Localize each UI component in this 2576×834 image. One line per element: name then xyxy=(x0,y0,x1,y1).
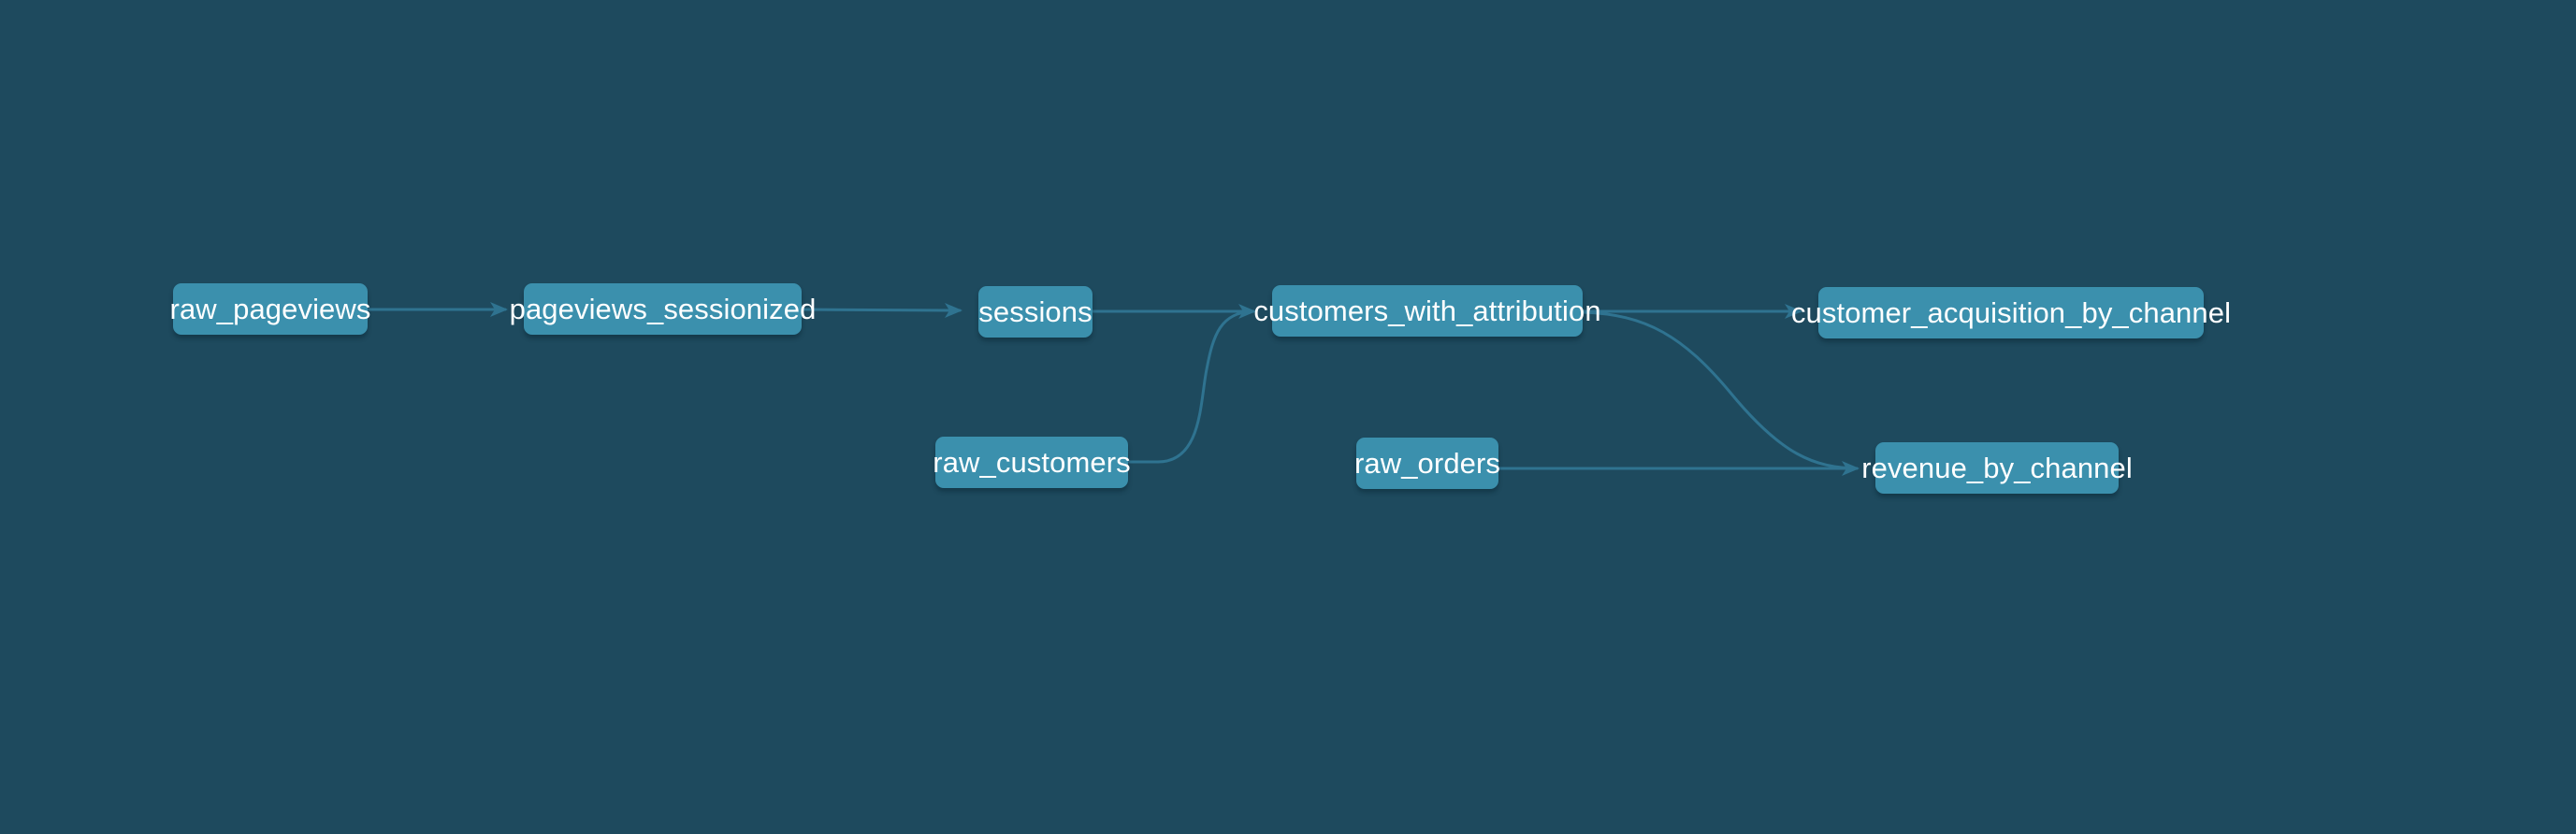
graph-node-label: raw_orders xyxy=(1353,447,1501,480)
graph-node-label: customer_acquisition_by_channel xyxy=(1790,296,2232,329)
arrowhead-icon xyxy=(945,303,962,318)
graph-node-sessions[interactable]: sessions xyxy=(978,286,1093,338)
graph-node-label: customers_with_attribution xyxy=(1253,295,1601,327)
arrowhead-icon xyxy=(1842,461,1860,476)
graph-node-label: raw_customers xyxy=(933,446,1131,479)
graph-node-pageviews_sessionized[interactable]: pageviews_sessionized xyxy=(510,283,816,335)
graph-node-revenue_by_channel[interactable]: revenue_by_channel xyxy=(1861,442,2133,494)
graph-node-label: sessions xyxy=(978,295,1093,328)
graph-node-raw_orders[interactable]: raw_orders xyxy=(1353,438,1501,489)
graph-node-customers_with_attribution[interactable]: customers_with_attribution xyxy=(1253,285,1601,337)
edge-pageviews_sessionized-to-sessions xyxy=(800,308,962,312)
graph-node-label: revenue_by_channel xyxy=(1861,452,2133,484)
graph-node-raw_pageviews[interactable]: raw_pageviews xyxy=(169,283,371,335)
edge-raw_customers-to-customers_with_attribution xyxy=(1126,309,1255,464)
graph-node-label: raw_pageviews xyxy=(169,293,371,325)
graph-node-label: pageviews_sessionized xyxy=(509,293,817,325)
arrowhead-icon xyxy=(490,302,508,317)
graph-node-customer_acquisition_by_channel[interactable]: customer_acquisition_by_channel xyxy=(1791,287,2231,338)
graph-node-raw_customers[interactable]: raw_customers xyxy=(933,437,1131,488)
edge-customers_with_attribution-to-revenue_by_channel xyxy=(1581,310,1859,470)
